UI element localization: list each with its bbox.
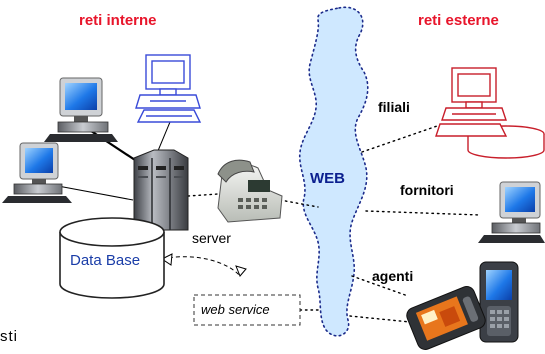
web-service-label: web service: [201, 302, 270, 317]
server-tower: [133, 149, 189, 231]
database-cylinder: [59, 217, 165, 299]
partial-word-text: sti: [0, 328, 18, 345]
web-cloud: [298, 6, 369, 337]
database-label: Data Base: [70, 252, 141, 269]
heading-external-networks: reti esterne: [418, 12, 499, 29]
agents-label: agenti: [372, 268, 414, 284]
web-service-box: [193, 294, 301, 326]
heading-internal-networks: reti interne: [79, 12, 157, 29]
workstation-top-left: [44, 77, 118, 142]
web-label: WEB: [310, 170, 345, 187]
branches-label: filiali: [378, 99, 410, 115]
smartphones: [406, 261, 519, 350]
workstation-outline-red: [435, 67, 545, 159]
suppliers-label: fornitori: [400, 182, 454, 198]
partial-word-marker: [0, 326, 6, 346]
workstation-outline-top: [135, 54, 202, 123]
workstation-right: [478, 181, 545, 243]
office-telephone: [217, 159, 283, 223]
server-label: server: [192, 230, 231, 246]
workstation-left: [2, 142, 72, 203]
